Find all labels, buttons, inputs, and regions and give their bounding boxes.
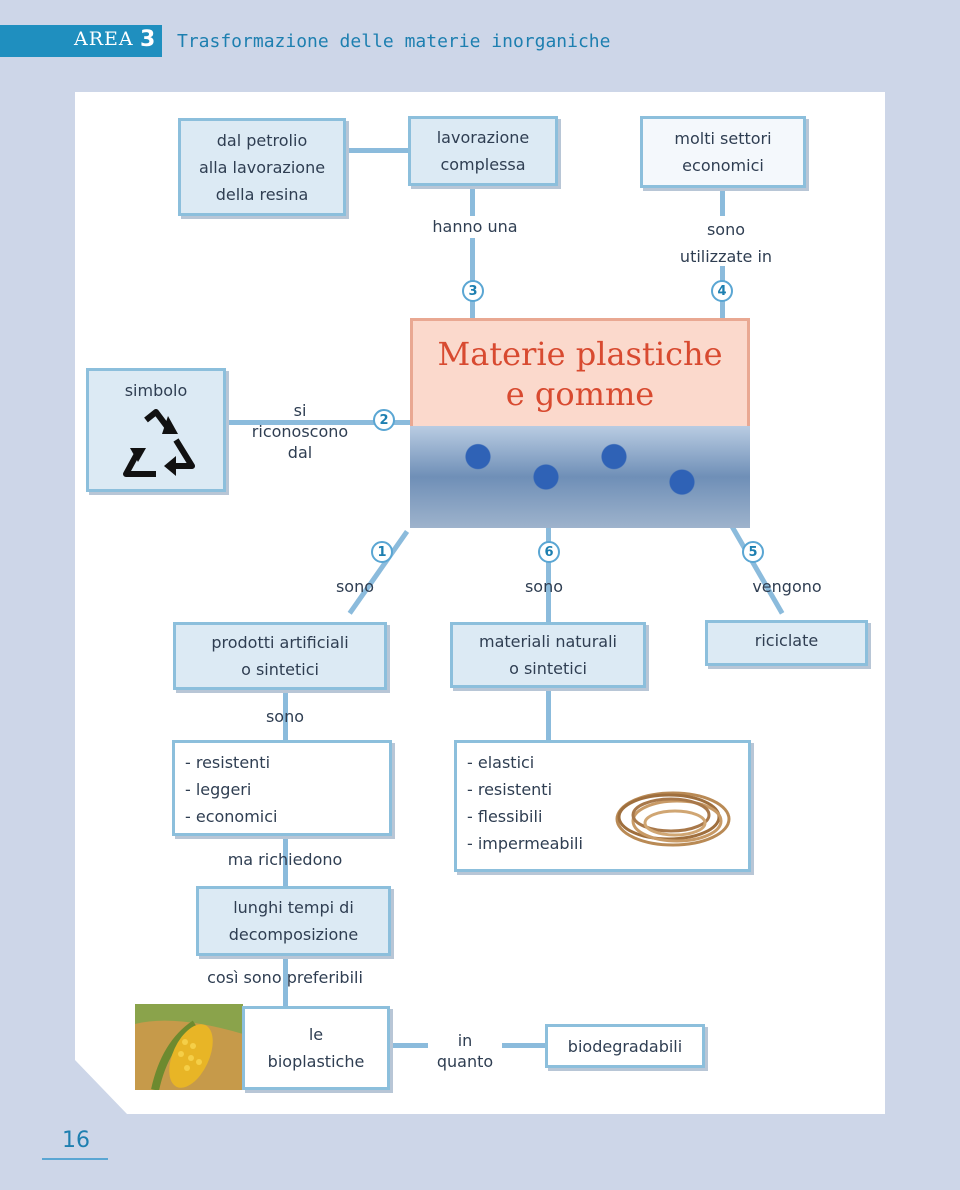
page-number-underline bbox=[42, 1158, 108, 1160]
number-badge-6: 6 bbox=[538, 541, 560, 563]
connector bbox=[546, 686, 551, 744]
list-item: - impermeabili bbox=[467, 834, 583, 853]
box-text: alla lavorazione bbox=[198, 157, 326, 177]
link-sono-3: sono bbox=[265, 707, 305, 726]
box-text: riciclate bbox=[754, 631, 819, 650]
box-materiali: materiali naturali o sintetici bbox=[450, 622, 646, 688]
box-text: le bbox=[308, 1025, 324, 1044]
box-text: simbolo bbox=[124, 381, 188, 400]
box-simbolo: simbolo bbox=[86, 368, 226, 492]
list-item: - flessibili bbox=[467, 807, 543, 826]
box-text: decomposizione bbox=[228, 925, 359, 944]
list-item: - elastici bbox=[467, 753, 535, 772]
connector bbox=[720, 188, 725, 216]
recycle-icon bbox=[123, 409, 195, 477]
area-number: 3 bbox=[140, 27, 156, 52]
box-tempi: lunghi tempi di decomposizione bbox=[196, 886, 391, 956]
link-text: dal bbox=[287, 443, 313, 462]
link-utilizzate: sono utilizzate in bbox=[660, 216, 792, 270]
link-sono-6: sono bbox=[524, 577, 564, 596]
box-text: dal petrolio bbox=[216, 130, 308, 150]
connector bbox=[470, 186, 475, 216]
box-lavorazione: lavorazione complessa bbox=[408, 116, 558, 186]
corn-photo bbox=[135, 1004, 243, 1090]
link-riconoscono: si riconoscono dal bbox=[240, 400, 360, 463]
box-text: prodotti artificiali bbox=[211, 633, 349, 652]
link-text: sono bbox=[706, 220, 746, 239]
box-proprieta-artificiali: - resistenti - leggeri - economici bbox=[172, 740, 392, 836]
number-badge-1: 1 bbox=[371, 541, 393, 563]
box-text: o sintetici bbox=[509, 659, 587, 678]
plastic-bottles-photo bbox=[410, 426, 750, 528]
number-badge-3: 3 bbox=[462, 280, 484, 302]
list-item: - economici bbox=[185, 807, 278, 826]
box-text: molti settori bbox=[674, 129, 772, 148]
connector bbox=[225, 420, 411, 425]
link-text: riconoscono bbox=[251, 422, 349, 441]
rubber-bands-image bbox=[615, 791, 731, 847]
box-settori: molti settori economici bbox=[640, 116, 806, 188]
box-text: biodegradabili bbox=[567, 1036, 683, 1056]
box-petrolio: dal petrolio alla lavorazione della resi… bbox=[178, 118, 346, 216]
central-title-line: e gomme bbox=[505, 374, 655, 413]
link-sono-1: sono bbox=[335, 577, 375, 596]
link-in-quanto: in quanto bbox=[428, 1030, 502, 1072]
box-prodotti: prodotti artificiali o sintetici bbox=[173, 622, 387, 690]
number-badge-4: 4 bbox=[711, 280, 733, 302]
central-title-box: Materie plastiche e gomme bbox=[410, 318, 750, 426]
link-cosi-sono: così sono preferibili bbox=[207, 968, 363, 987]
link-hanno-una: hanno una bbox=[432, 217, 518, 236]
page-number: 16 bbox=[62, 1128, 90, 1153]
list-item: - resistenti bbox=[185, 753, 271, 772]
connector bbox=[546, 528, 551, 628]
link-text: quanto bbox=[436, 1052, 494, 1071]
link-text: si bbox=[293, 401, 307, 420]
box-text: bioplastiche bbox=[267, 1052, 365, 1071]
box-text: della resina bbox=[215, 184, 309, 204]
box-text: materiali naturali bbox=[479, 632, 617, 651]
link-text: utilizzate in bbox=[679, 247, 773, 266]
box-text: lunghi tempi di bbox=[233, 898, 354, 917]
connector bbox=[345, 148, 411, 153]
connector bbox=[283, 690, 288, 742]
central-title-line: Materie plastiche bbox=[437, 334, 723, 373]
number-badge-2: 2 bbox=[373, 409, 395, 431]
link-vengono: vengono bbox=[752, 577, 822, 596]
area-label: AREA bbox=[74, 28, 134, 50]
connector bbox=[283, 956, 288, 1006]
connector bbox=[283, 834, 288, 888]
header-band bbox=[0, 25, 162, 57]
box-text: o sintetici bbox=[241, 660, 319, 679]
box-riciclate: riciclate bbox=[705, 620, 868, 666]
page-title: Trasformazione delle materie inorganiche bbox=[177, 31, 611, 52]
link-ma-richiedono: ma richiedono bbox=[227, 850, 343, 869]
link-text: in bbox=[457, 1031, 473, 1050]
box-proprieta-naturali: - elastici - resistenti - flessibili - i… bbox=[454, 740, 751, 872]
list-item: - leggeri bbox=[185, 780, 252, 799]
box-text: lavorazione bbox=[436, 128, 530, 147]
box-text: complessa bbox=[440, 155, 526, 174]
box-bioplastiche: le bioplastiche bbox=[242, 1006, 390, 1090]
number-badge-5: 5 bbox=[742, 541, 764, 563]
list-item: - resistenti bbox=[467, 780, 553, 799]
box-biodegradabili: biodegradabili bbox=[545, 1024, 705, 1068]
box-text: economici bbox=[682, 156, 764, 175]
connector bbox=[470, 238, 475, 318]
